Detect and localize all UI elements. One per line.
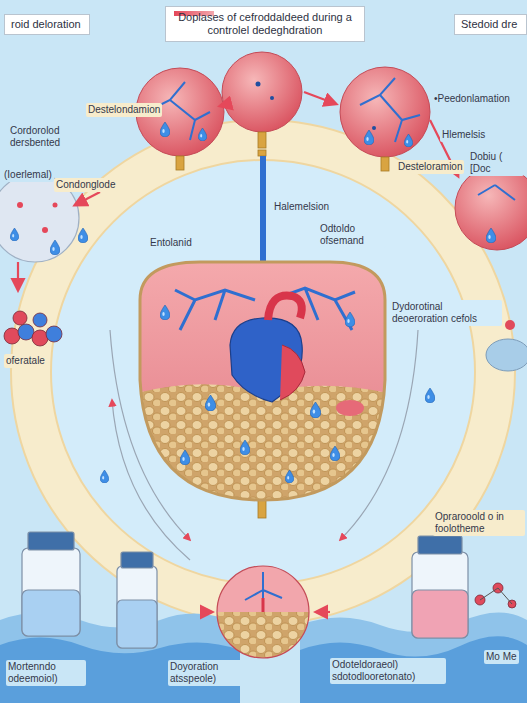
label-text: Odtoldo ofsemand: [320, 223, 364, 246]
callout-label: Desteloramion: [396, 160, 464, 174]
callout-label: Oprarooold o in foolotheme: [433, 510, 525, 536]
label-text: Hlemelsis: [442, 129, 485, 140]
label-box: Stedoid dre: [454, 14, 527, 35]
callout-label: Doyoration atsspeole): [168, 660, 256, 686]
callout-label: Hlemelsis: [440, 128, 487, 142]
title-text: Doplases of cefroddaldeed during a contr…: [178, 11, 352, 36]
callout-label: Cordorolod dersbented: [8, 124, 76, 150]
callout-label: Mo Me: [484, 650, 519, 664]
label-text: Dydorotinal deoeroration cefols: [392, 301, 477, 324]
label-text: Cordorolod dersbented: [10, 125, 60, 148]
callout-label: Odtoldo ofsemand: [318, 222, 386, 248]
label-text: Desteloramion: [398, 161, 462, 172]
label-text: Destelondamion: [88, 104, 160, 115]
label-text: Mo Me: [486, 651, 517, 662]
callout-label: Destelondamion: [86, 103, 162, 117]
label-text: Mortenndo odeemoiol): [8, 661, 57, 684]
label-box: roid deloration: [4, 14, 90, 35]
callout-label: Dydorotinal deoeroration cefols: [390, 300, 502, 326]
label-text: Condonglode: [56, 179, 116, 190]
label-text: Entolanid: [150, 237, 192, 248]
box-text: roid deloration: [11, 18, 81, 30]
label-text: Oprarooold o in foolotheme: [435, 511, 504, 534]
callout-label: Condonglode: [54, 178, 118, 192]
label-text: (Ioerlemal): [4, 169, 52, 180]
label-text: Odoteldoraeol) sdotodlooretonato): [332, 659, 415, 682]
callout-label: Odoteldoraeol) sdotodlooretonato): [330, 658, 446, 684]
callout-label: Halemelsion: [272, 200, 331, 214]
label-text: oferatale: [6, 355, 45, 366]
callout-label: Dobiu ( [Doc: [468, 150, 524, 176]
title-banner: Doplases of cefroddaldeed during a contr…: [165, 6, 365, 42]
callout-label: Mortenndo odeemoiol): [6, 660, 86, 686]
callout-label: oferatale: [4, 354, 47, 368]
box-text: Stedoid dre: [461, 18, 517, 30]
callout-label: (Ioerlemal): [2, 168, 54, 182]
label-text: Doyoration atsspeole): [170, 661, 218, 684]
label-text: Dobiu ( [Doc: [470, 151, 502, 174]
label-text: Halemelsion: [274, 201, 329, 212]
callout-label: Entolanid: [148, 236, 194, 250]
callout-label: •Peedonlamation: [432, 92, 512, 106]
label-text: •Peedonlamation: [434, 93, 510, 104]
